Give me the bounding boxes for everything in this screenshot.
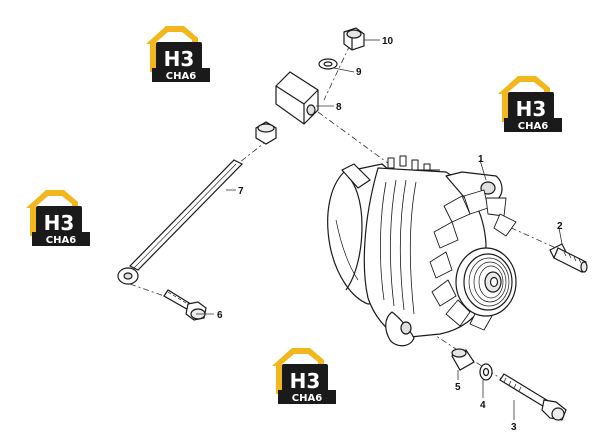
callout-6: 6: [217, 310, 223, 321]
logo-word: CHA6: [518, 121, 548, 132]
part-tie-rod: [117, 159, 244, 285]
part-washer: [318, 58, 338, 70]
part-nut: [343, 27, 365, 51]
watermark-logo-top-right: H3 CHA6: [498, 76, 562, 132]
part-alternator: [327, 155, 517, 347]
part-short-bolt: [163, 289, 207, 321]
callout-leaders: [196, 39, 563, 420]
part-bolt-upper: [549, 243, 588, 273]
callout-7: 7: [238, 186, 244, 197]
callout-1: 1: [478, 154, 484, 165]
callout-labels: 1 2 3 4 5 6 7 8 9 10: [217, 36, 563, 433]
callout-10: 10: [382, 36, 394, 47]
logo-word: CHA6: [292, 393, 322, 404]
callout-5: 5: [455, 382, 461, 393]
callout-4: 4: [480, 400, 486, 411]
logo-word: CHA6: [166, 71, 196, 82]
logo-mark: H3: [290, 369, 321, 393]
logo-mark: H3: [516, 97, 547, 121]
part-spacer: [451, 348, 475, 371]
callout-2: 2: [557, 221, 563, 232]
logo-mark: H3: [164, 47, 195, 71]
watermark-logo-left: H3 CHA6: [26, 190, 90, 246]
watermark-logo-top-left: H3 CHA6: [146, 26, 210, 82]
watermark-logo-bottom: H3 CHA6: [272, 348, 336, 404]
logo-word: CHA6: [46, 235, 76, 246]
part-bracket-block: [275, 71, 319, 125]
callout-9: 9: [356, 67, 362, 78]
callout-8: 8: [336, 102, 342, 113]
part-washer-lower: [479, 363, 493, 381]
logo-mark: H3: [44, 211, 75, 235]
callout-3: 3: [511, 422, 517, 433]
part-bolt-lower: [499, 373, 567, 421]
part-rod-nut: [255, 121, 277, 145]
